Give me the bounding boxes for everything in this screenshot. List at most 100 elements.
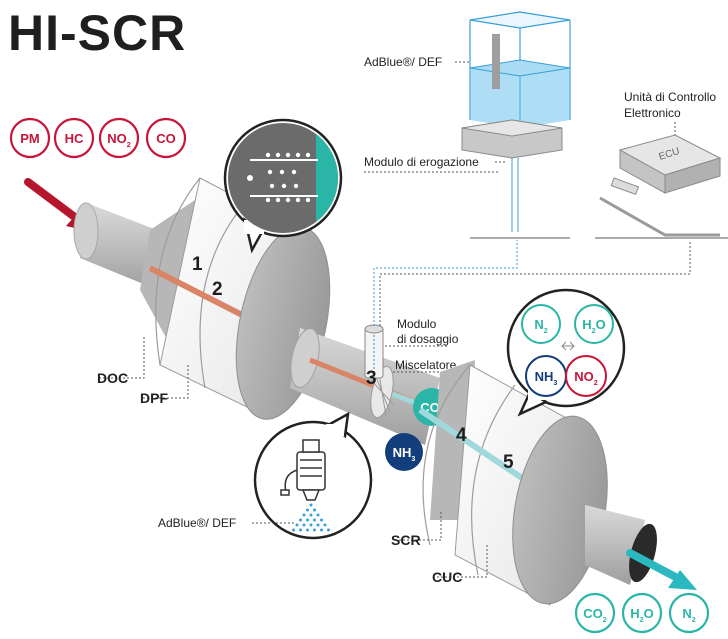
dosing-injector [364,324,384,379]
reaction-product-base: H [582,317,591,332]
svg-text:H2O: H2O [630,606,654,624]
outlet-arrow-icon [626,549,697,590]
spray-dot [299,518,302,522]
reaction-reactant-base: NH [535,369,554,384]
ecu-label-line1: Unità di Controllo [624,90,716,104]
outlet-product: CO2 [574,592,616,634]
outlet-product-sub: 2 [640,616,644,624]
inlet-pollutant: CO [145,117,187,159]
reaction-product-sub: 2 [544,327,548,335]
spray-dot [313,508,316,512]
outlet-product: H2O [621,592,663,634]
spray-dot [306,508,309,512]
spray-dot [302,523,306,527]
svg-text:PM: PM [20,131,40,146]
reaction-product-tail: O [596,317,606,332]
svg-text:NH3: NH3 [393,445,416,463]
reaction-reactant-sub: 3 [553,379,557,387]
spray-dot [295,523,299,527]
spray-dot [309,523,313,527]
reaction-reactant: NO2 [565,355,607,397]
spray-dot [302,513,306,517]
mixer-molecule-base: NH [393,445,412,460]
inlet-pollutant: PM [9,117,51,159]
outlet-product-sub: 2 [692,616,696,624]
spray-dot [313,528,316,532]
svg-text:N2: N2 [534,317,547,335]
reaction-reactant-base: NO [574,369,594,384]
mixer-molecule: NH3 [385,433,423,471]
svg-text:HC: HC [65,131,84,146]
stage-number-4: 4 [456,425,467,446]
outlet-product-tail: O [644,606,654,621]
svg-text:NO2: NO2 [574,369,598,387]
signal-lines [373,240,691,326]
spray-dot [316,523,320,527]
spray-dots [292,503,330,532]
outlet-product: N2 [668,592,710,634]
filter-detail-bubble [223,118,343,254]
inlet-pollutant: NO2 [98,117,140,159]
swap-arrows-icon [561,341,575,351]
reaction-product: N2 [521,304,561,344]
spray-dot [306,518,309,522]
spray-dot [323,523,327,527]
stage-number-2: 2 [212,279,223,300]
scr-label: SCR [391,532,421,548]
page-title: HI-SCR [8,5,186,61]
spray-dot [309,513,313,517]
outlet-product-base: N [682,606,691,621]
outlet-product-base: H [630,606,639,621]
reaction-product-base: N [534,317,543,332]
stage-number-1: 1 [192,254,203,275]
ecu-label-line2: Elettronico [624,106,681,120]
stage-number-5: 5 [503,452,514,473]
spray-dot [327,528,330,532]
spray-dot [309,503,313,507]
svg-text:NO2: NO2 [107,131,131,149]
spray-dot [313,518,316,522]
inlet-pollutant-base: NO [107,131,127,146]
inlet-pollutant-base: PM [20,131,40,146]
mixer-label: Miscelatore [395,358,457,372]
reaction-product: H2O [574,304,614,344]
svg-text:CO2: CO2 [583,606,607,624]
svg-text:NH3: NH3 [535,369,558,387]
doc-label-leader [98,337,189,399]
adblue-bottom-label: AdBlue®/ DEF [158,516,236,530]
injector-detail-bubble [253,411,373,540]
spray-dot [306,528,309,532]
svg-text:N2: N2 [682,606,695,624]
dosing-label-line1: Modulo [397,317,437,331]
outlet-product-base: CO [583,606,603,621]
inlet-pollutant-base: CO [156,131,176,146]
spray-dot [320,518,323,522]
inlet-pollutant: HC [53,117,95,159]
reaction-reactant: NH3 [525,355,567,397]
reaction-product-sub: 2 [592,327,596,335]
dpf-label: DPF [140,390,168,406]
spray-dot [320,528,323,532]
ecu-unit: ECU [595,134,728,239]
adblue-top-label: AdBlue®/ DEF [364,55,442,69]
reaction-reactant-sub: 2 [594,379,598,387]
dosing-label-line2: di dosaggio [397,332,459,346]
spray-dot [316,513,320,517]
stage-number-3: 3 [366,368,377,389]
dosing-module-label: Modulo di erogazione [364,155,479,169]
adblue-tank [461,11,571,239]
inlet-pollutant-base: HC [65,131,84,146]
inlet-pollutants: PM HC NO2 CO [9,117,187,159]
svg-text:CO: CO [156,131,176,146]
doc-label: DOC [97,370,128,386]
spray-dot [292,528,295,532]
scr-cuc-unit [418,360,657,606]
inlet-pollutant-sub: 2 [127,141,131,149]
spray-dot [299,528,302,532]
outlet-product-sub: 2 [603,616,607,624]
mixer-molecule-sub: 3 [411,455,415,463]
svg-text:H2O: H2O [582,317,606,335]
